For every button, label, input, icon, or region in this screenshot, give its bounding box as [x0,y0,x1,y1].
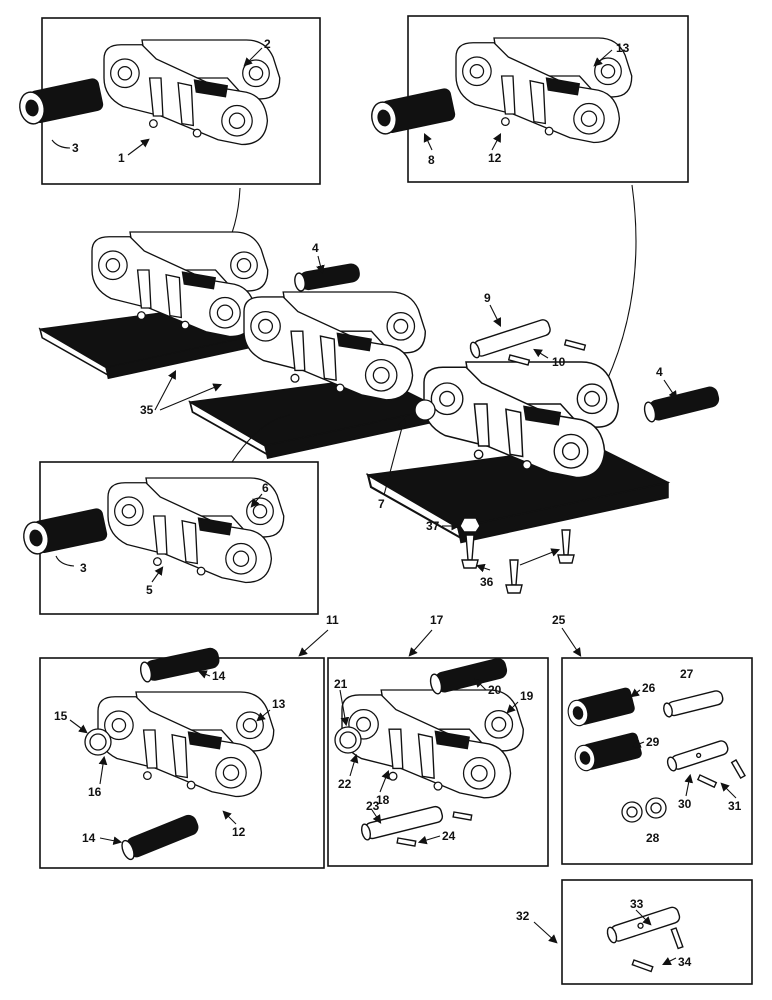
spring-pin [670,927,684,950]
callout-36: 36 [480,575,494,589]
kit-box-11: 14 15 16 13 12 14 [39,647,325,869]
kit-arrow [298,629,329,657]
seal [414,399,436,421]
connector-line [231,414,291,463]
callout-17: 17 [430,613,444,627]
callout-31: 31 [728,799,742,813]
callout-1: 1 [118,151,125,165]
callout-12: 12 [232,825,246,839]
callout-30: 30 [678,797,692,811]
inset-top-right: 8 12 13 [368,15,689,183]
pin [121,814,199,861]
seal-rings [621,797,667,823]
track-link-assembly [423,361,619,479]
callout-20: 20 [488,683,502,697]
connector-arrow [599,184,637,397]
callout-13: 13 [616,41,630,55]
callout-34: 34 [678,955,692,969]
callout-16: 16 [88,785,102,799]
kit-arrow [533,921,558,944]
kit-box-32: 33 34 [561,879,753,985]
callout-21: 21 [334,677,348,691]
callout-29: 29 [646,735,660,749]
bushing [368,87,457,137]
callout-25: 25 [552,613,566,627]
callout-19: 19 [520,689,534,703]
callout-4: 4 [656,365,663,379]
pin [429,658,508,695]
spring-pin [631,959,654,973]
callout-37: 37 [426,519,440,533]
shoe-nut [459,517,481,533]
pin [643,386,720,423]
track-link-assembly [107,477,285,584]
callout-24: 24 [442,829,456,843]
master-pin [606,906,681,944]
shoe-bolts [459,517,575,594]
master-pin [666,740,729,772]
callout-28: 28 [646,831,660,845]
callout-6: 6 [262,481,269,495]
callout-23: 23 [366,799,380,813]
callout-22: 22 [338,777,352,791]
callout-3: 3 [80,561,87,575]
callout-5: 5 [146,583,153,597]
callout-12: 12 [488,151,502,165]
track-link-assembly [97,691,275,798]
callout-13: 13 [272,697,286,711]
spring-pin [396,837,417,847]
track-link-assembly [455,37,633,144]
master-pin [469,319,551,359]
track-chain-assembly: 4 9 10 4 35 7 37 36 [39,231,720,594]
callout-2: 2 [264,37,271,51]
callout-14: 14 [82,831,96,845]
bushing [565,686,636,729]
kit-box-25: 26 27 29 30 31 28 [561,657,753,865]
track-link-assembly [103,39,281,146]
callout-18: 18 [376,793,390,807]
callout-8: 8 [428,153,435,167]
callout-26: 26 [642,681,656,695]
kit-arrow [408,629,433,657]
kit-box-17: 21 20 19 22 18 23 24 [327,657,549,867]
callout-11: 11 [326,613,339,627]
master-pin [360,805,444,841]
bushing [572,731,643,774]
callout-15: 15 [54,709,68,723]
spring-pin [452,811,473,821]
pin [294,263,360,292]
callout-3: 3 [72,141,79,155]
pin [663,690,724,718]
callout-9: 9 [484,291,491,305]
callout-14: 14 [212,669,226,683]
kit-arrow [561,627,582,657]
callout-35: 35 [140,403,154,417]
bushing [16,77,105,127]
track-link-assembly [243,291,426,401]
callout-7: 7 [378,497,385,511]
callout-33: 33 [630,897,644,911]
inset-top-left: 3 1 2 [16,17,321,185]
callout-32: 32 [516,909,530,923]
callout-10: 10 [552,355,566,369]
callout-27: 27 [680,667,694,681]
inset-middle-left: 3 5 6 [20,461,319,615]
spring-pin [696,774,718,789]
bushing [20,507,109,557]
track-link-assembly [341,689,524,799]
spring-pin [730,759,746,780]
pin [139,647,220,683]
callout-4: 4 [312,241,319,255]
spring-pins [507,339,587,366]
